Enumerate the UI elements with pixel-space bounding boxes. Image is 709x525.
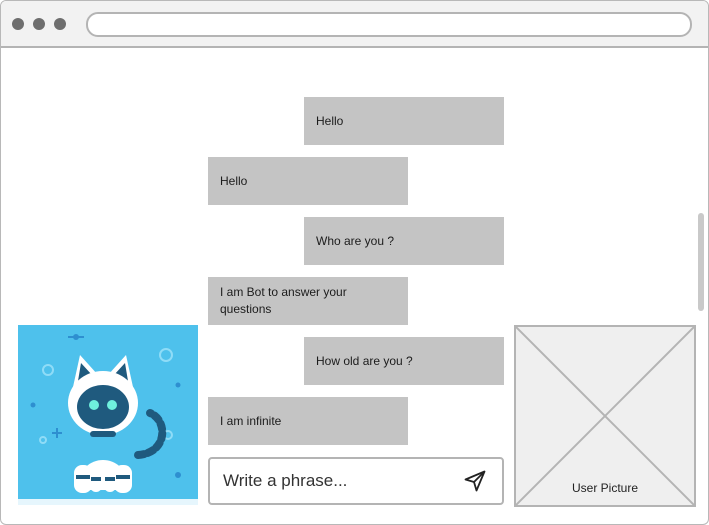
- chat-message-bot: I am infinite: [208, 397, 408, 445]
- chat-message-user: How old are you ?: [304, 337, 504, 385]
- window-dot-close[interactable]: [12, 18, 24, 30]
- chat-message-bot: I am Bot to answer your questions: [208, 277, 408, 325]
- message-input[interactable]: [223, 467, 453, 495]
- address-bar[interactable]: [86, 12, 692, 37]
- window-dot-minimize[interactable]: [33, 18, 45, 30]
- chat-page: Hello Hello Who are you ? I am Bot to an…: [1, 48, 708, 524]
- browser-titlebar: [1, 1, 708, 48]
- chat-message-user: Who are you ?: [304, 217, 504, 265]
- message-composer: [208, 457, 504, 505]
- chat-message-user: Hello: [304, 97, 504, 145]
- user-picture-placeholder: User Picture: [514, 325, 696, 507]
- user-picture-label: User Picture: [571, 481, 639, 495]
- scrollbar-thumb[interactable]: [698, 213, 704, 311]
- chat-message-bot: Hello: [208, 157, 408, 205]
- image-placeholder-icon: [516, 327, 694, 505]
- send-icon-glyph: [464, 470, 486, 492]
- send-icon[interactable]: [463, 469, 487, 493]
- bot-avatar-image: [18, 325, 198, 505]
- window-dot-maximize[interactable]: [54, 18, 66, 30]
- robot-cat-icon: [18, 325, 198, 505]
